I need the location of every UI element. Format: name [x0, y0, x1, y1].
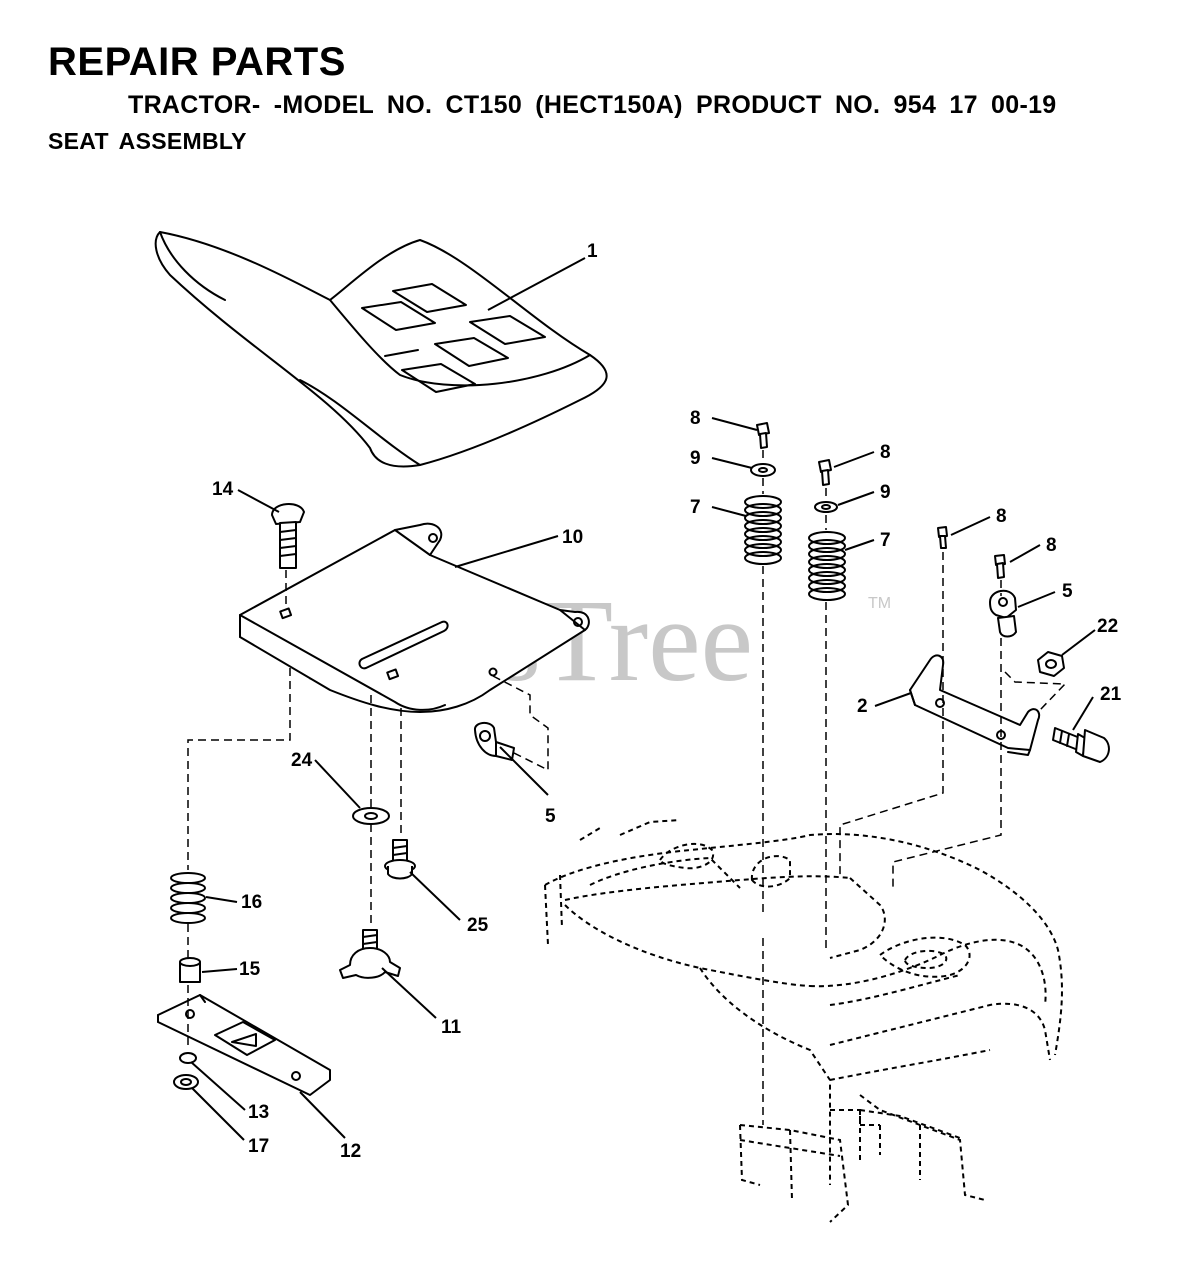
callout-10: 10: [562, 527, 583, 548]
section-title: SEAT ASSEMBLY: [48, 128, 247, 154]
knob-11: [339, 929, 401, 979]
callout-8-b: 8: [880, 442, 891, 463]
callout-7-a: 7: [690, 497, 701, 518]
screw-8-d: [994, 554, 1006, 579]
callout-7-b: 7: [880, 530, 891, 551]
seat-pan-part: [239, 522, 590, 713]
washer-9-a: [750, 463, 776, 477]
callout-15: 15: [239, 959, 261, 980]
callout-5-upper: 5: [1062, 581, 1073, 602]
spring-7-a: [744, 495, 782, 565]
callout-5-lower: 5: [545, 806, 556, 827]
model-subtitle: TRACTOR- -MODEL NO. CT150 (HECT150A) PRO…: [128, 91, 1057, 119]
page-title: REPAIR PARTS: [48, 40, 346, 84]
callout-8-d: 8: [1046, 535, 1057, 556]
callout-11: 11: [441, 1017, 462, 1038]
seat-part: [154, 231, 608, 468]
watermark-trademark: TM: [868, 595, 891, 612]
tractor-frame-outline: [544, 819, 1063, 1223]
slide-plate-12: [157, 994, 331, 1096]
callout-8-a: 8: [690, 408, 701, 429]
callout-24: 24: [291, 750, 313, 771]
bolt-21: [1052, 727, 1110, 763]
carriage-bolt-14: [271, 503, 305, 569]
nut-22: [1037, 651, 1065, 677]
callout-22: 22: [1097, 616, 1118, 637]
screw-8-c: [937, 526, 948, 549]
callout-17: 17: [248, 1136, 269, 1157]
nut-17: [173, 1074, 199, 1090]
callout-2: 2: [857, 696, 868, 717]
callout-16: 16: [241, 892, 262, 913]
callout-9-b: 9: [880, 482, 891, 503]
callout-25: 25: [467, 915, 489, 936]
callout-13: 13: [248, 1102, 269, 1123]
spring-16: [170, 872, 206, 924]
bracket-2: [909, 654, 1041, 756]
screw-8-a: [756, 422, 770, 449]
screw-8-b: [818, 459, 832, 486]
spacer-15: [179, 957, 201, 983]
spring-7-b: [808, 531, 846, 601]
callout-8-c: 8: [996, 506, 1007, 527]
callout-21: 21: [1100, 684, 1122, 705]
washer-9-b: [814, 501, 838, 513]
callout-14: 14: [212, 479, 234, 500]
callout-12: 12: [340, 1141, 361, 1162]
callout-9-a: 9: [690, 448, 701, 469]
shoulder-bolt-25: [384, 839, 416, 880]
nut-13: [179, 1052, 197, 1064]
clip-5-upper: [989, 589, 1017, 638]
leader-lines: [190, 257, 1096, 1141]
callout-1: 1: [587, 241, 598, 262]
washer-24: [352, 807, 390, 825]
